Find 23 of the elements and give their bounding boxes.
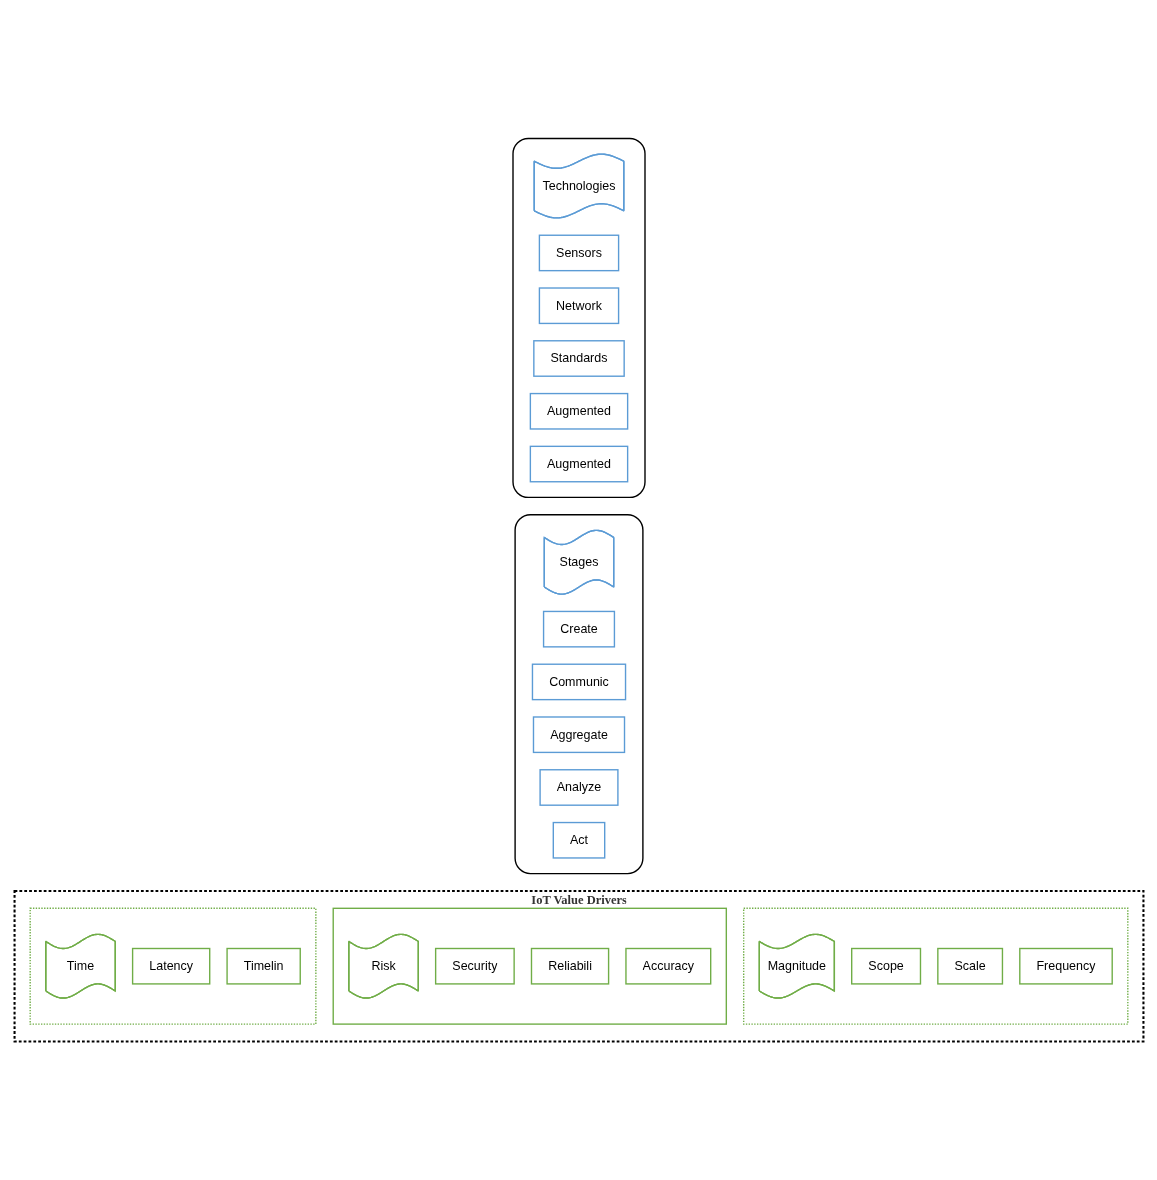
node-box: Timelin [225, 947, 301, 985]
node-box: Latency [131, 947, 210, 985]
cluster [513, 514, 644, 875]
node-box: Sensors [538, 234, 619, 272]
node-box: Augmented [529, 392, 628, 430]
node-box: Augmented [529, 445, 628, 483]
node-box: Security [434, 947, 515, 985]
node-box: Reliabili [530, 947, 609, 985]
node-box: Scope [850, 947, 921, 985]
node-box: Create [542, 610, 615, 648]
node-box: Communic [531, 663, 626, 701]
node-box: Aggregate [532, 716, 625, 754]
node-box: Analyze [538, 769, 619, 806]
node-box: Accuracy [624, 947, 711, 985]
cluster [511, 137, 646, 499]
node-box: Standards [532, 340, 625, 377]
node-box: Frequency [1018, 947, 1113, 985]
cluster [332, 907, 727, 1025]
cluster [29, 907, 317, 1025]
node-box: Act [552, 821, 605, 859]
cluster [742, 907, 1128, 1025]
node-box: Network [538, 287, 619, 325]
node-box: Scale [936, 947, 1003, 985]
